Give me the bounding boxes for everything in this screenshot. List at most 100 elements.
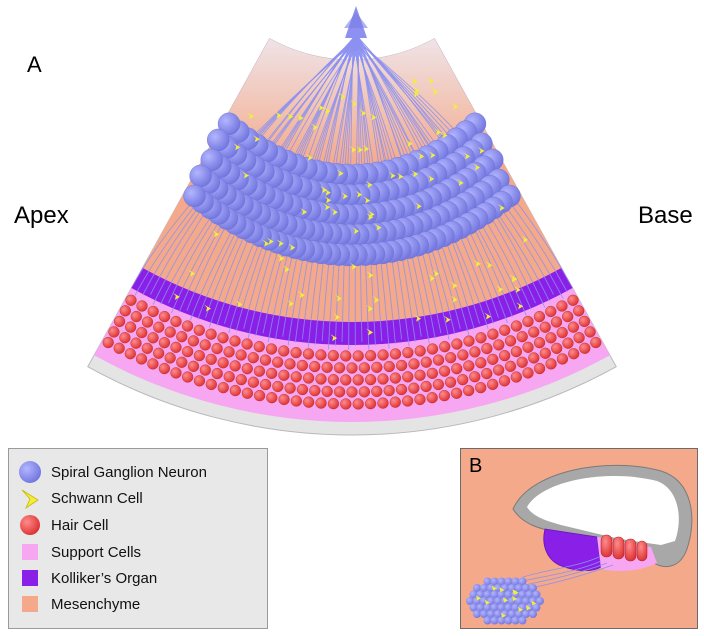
hair-cell: [439, 341, 451, 353]
spiral-ganglion-neuron: [518, 590, 527, 599]
hair-cell: [493, 364, 505, 376]
hair-cell: [568, 348, 580, 360]
schwann-cell: [241, 171, 249, 179]
spiral-ganglion-neuron: [189, 164, 212, 188]
hair-cell: [259, 354, 272, 366]
schwann-cell: [296, 114, 304, 122]
schwann-cell: [233, 143, 241, 151]
hair-cell: [125, 321, 137, 333]
schwann-cell: [356, 145, 364, 153]
schwann-cell: [405, 139, 413, 147]
hair-cell: [176, 331, 188, 343]
spiral-ganglion-neuron: [183, 184, 206, 208]
hair-cell: [182, 346, 194, 358]
hair-cell: [584, 326, 596, 338]
hair-cell: [199, 364, 211, 376]
hair-cell: [493, 339, 505, 351]
hair-cell: [365, 350, 377, 362]
spiral-ganglion-neuron: [504, 603, 513, 612]
hair-cell: [296, 383, 309, 396]
schwann-cell: [440, 131, 448, 139]
hair-cell: [463, 335, 475, 347]
spiral-ganglion-neuron: [487, 610, 495, 618]
schwann-cell: [428, 151, 436, 159]
schwann-cell: [450, 281, 458, 289]
hair-cell: [567, 294, 579, 306]
hair-cell: [153, 321, 165, 333]
schwann-cell: [247, 112, 255, 120]
hair-cell: [340, 350, 352, 362]
schwann-cell: [366, 271, 374, 279]
schwann-cell: [367, 210, 375, 218]
spiral-ganglion-neuron: [476, 603, 485, 612]
spiral-ganglion-neuron: [483, 616, 492, 625]
hair-cell: [383, 385, 395, 397]
schwann-cell: [362, 144, 370, 152]
schwann-cell: [499, 587, 505, 593]
hair-cell: [223, 346, 235, 358]
schwann-cell: [456, 178, 464, 186]
schwann-cell: [320, 186, 328, 194]
hair-cell: [170, 367, 182, 379]
hair-cell: [438, 365, 451, 377]
hair-cell: [539, 347, 551, 359]
legend-label: Kolliker’s Organ: [51, 569, 158, 587]
hair-cell: [327, 374, 339, 386]
hair-cell: [450, 387, 463, 399]
spiral-ganglion-neuron: [522, 610, 530, 618]
schwann-cell: [443, 315, 451, 323]
schwann-cell: [501, 612, 507, 618]
spiral-ganglion-neuron: [529, 584, 537, 592]
hair-cell: [253, 365, 266, 377]
hair-cell: [217, 357, 229, 369]
schwann-cell: [484, 312, 492, 320]
schwann-cell: [372, 295, 380, 303]
hair-cell: [545, 358, 557, 370]
hair-cell: [315, 373, 327, 385]
hair-cell: [253, 390, 266, 402]
spiral-ganglion-neuron: [511, 616, 520, 625]
spiral-ganglion-neuron: [480, 610, 488, 618]
schwann-cell: [336, 169, 344, 177]
hair-cell: [528, 326, 540, 338]
schwann-cell: [374, 223, 382, 231]
hair-cell: [302, 372, 315, 384]
spiral-ganglion-neuron: [490, 590, 499, 599]
spiral-ganglion-neuron: [483, 577, 492, 586]
schwann-cell: [323, 107, 331, 115]
schwann-cell: [366, 304, 374, 312]
nerve-fibers-b: [522, 556, 614, 590]
hair-cell: [278, 369, 290, 381]
schwann-cell: [463, 152, 471, 160]
hair-cell: [451, 363, 463, 375]
spiral-ganglion-neuron: [490, 616, 499, 625]
schwann-cell: [510, 275, 518, 283]
spiral-ganglion-neuron: [518, 577, 527, 586]
hair-cell: [217, 382, 229, 394]
cochlea-fan-diagram: [87, 6, 617, 436]
spiral-ganglion-neuron: [532, 603, 541, 612]
hair-cell: [211, 342, 223, 355]
hair-cell: [153, 347, 165, 359]
hair-cell: [445, 352, 457, 364]
hair-cell: [371, 385, 383, 397]
schwann-cell: [497, 203, 505, 211]
legend-item-schwann-cell: Schwann Cell: [17, 485, 143, 511]
hair-cell: [408, 382, 420, 394]
schwann-cell: [412, 86, 420, 94]
base-label: Base: [638, 202, 693, 229]
hair-cell: [278, 345, 290, 357]
hair-cell: [211, 367, 223, 380]
spiral-ganglion-neuron-icon: [17, 459, 43, 485]
spiral-ganglion-neuron: [483, 603, 492, 612]
schwann-cell: [359, 109, 367, 117]
spiral-ganglion-neuron: [536, 597, 544, 605]
hair-cell-icon: [17, 512, 43, 538]
schwann-cell: [521, 235, 529, 243]
hair-cell: [327, 350, 339, 362]
hair-cell: [414, 393, 426, 406]
hair-cell: [352, 350, 364, 362]
hair-cell: [199, 339, 211, 351]
schwann-cell: [172, 292, 180, 300]
schwann-cells: [172, 76, 529, 342]
